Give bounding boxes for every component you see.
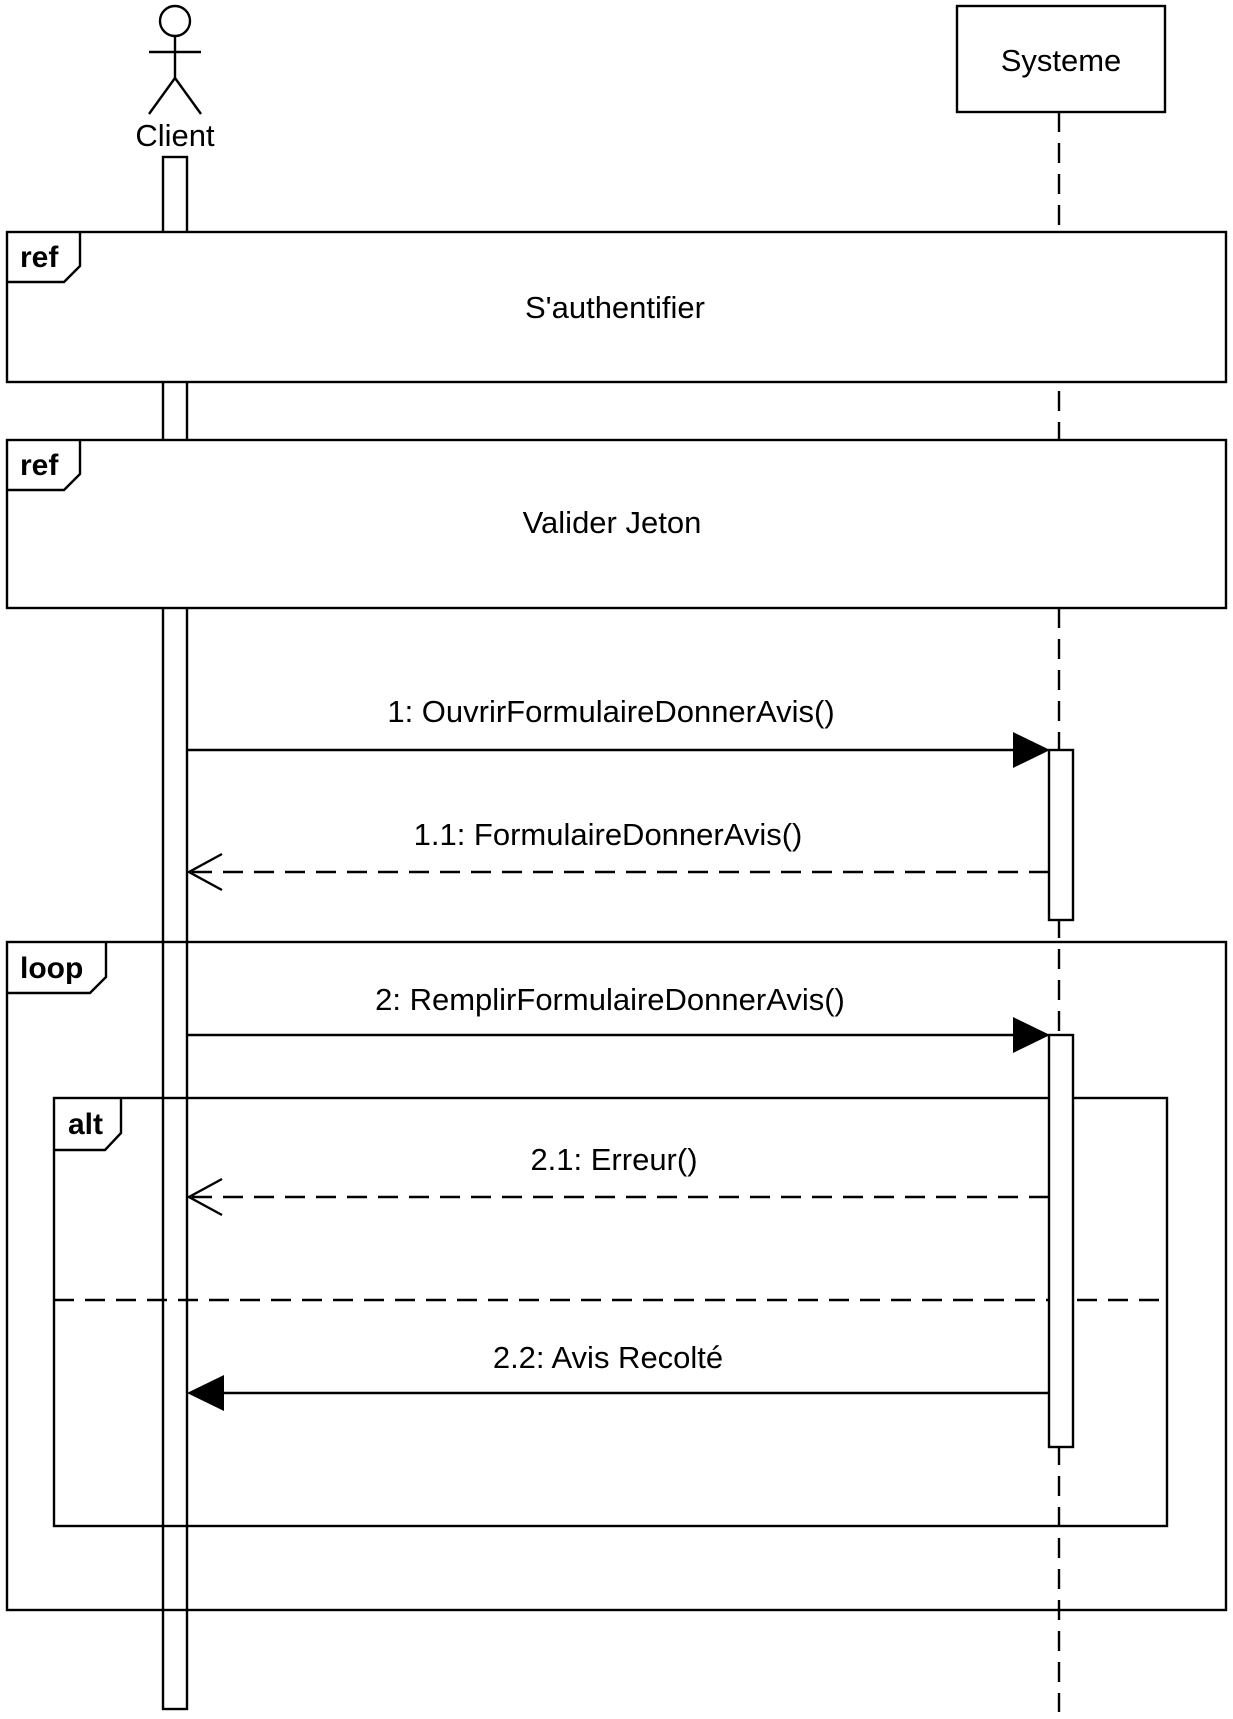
systeme-activation-1: [1047, 748, 1075, 922]
message-2-2-label: 2.2: Avis Recolté: [493, 1340, 723, 1375]
message-2-1-label: 2.1: Erreur(): [530, 1142, 697, 1177]
message-1-1-label: 1.1: FormulaireDonnerAvis(): [414, 817, 803, 852]
alt-tag: alt: [68, 1108, 103, 1141]
message-2-label: 2: RemplirFormulaireDonnerAvis(): [375, 982, 845, 1017]
client-activation-bar: [161, 155, 189, 1711]
message-2-2-arrowhead: [187, 1375, 224, 1411]
message-1-1-arrowhead: [186, 852, 223, 892]
message-1-arrowhead: [1013, 732, 1050, 768]
ref-frame-valider-jeton: ref Valider Jeton: [5, 438, 1228, 610]
message-1-label: 1: OuvrirFormulaireDonnerAvis(): [387, 694, 834, 729]
ref-label-valider-jeton: Valider Jeton: [523, 505, 702, 540]
ref-frame-authentifier: ref S'authentifier: [5, 230, 1228, 384]
systeme-activation-2: [1047, 1033, 1075, 1449]
ref-label-authentifier: S'authentifier: [525, 290, 705, 325]
ref-tag-1: ref: [20, 241, 59, 274]
loop-tag: loop: [20, 952, 83, 985]
ref-tag-2: ref: [20, 449, 59, 482]
stick-figure-actor-icon: [148, 4, 202, 115]
systeme-participant-label: Systeme: [1001, 43, 1122, 78]
loop-frame: loop: [5, 940, 1228, 1612]
message-2-arrowhead: [1013, 1017, 1050, 1053]
alt-frame: alt: [52, 1096, 1169, 1528]
message-2-1-arrowhead: [186, 1177, 223, 1217]
actor-client-label: Client: [135, 118, 215, 153]
systeme-participant-box: [955, 4, 1167, 114]
